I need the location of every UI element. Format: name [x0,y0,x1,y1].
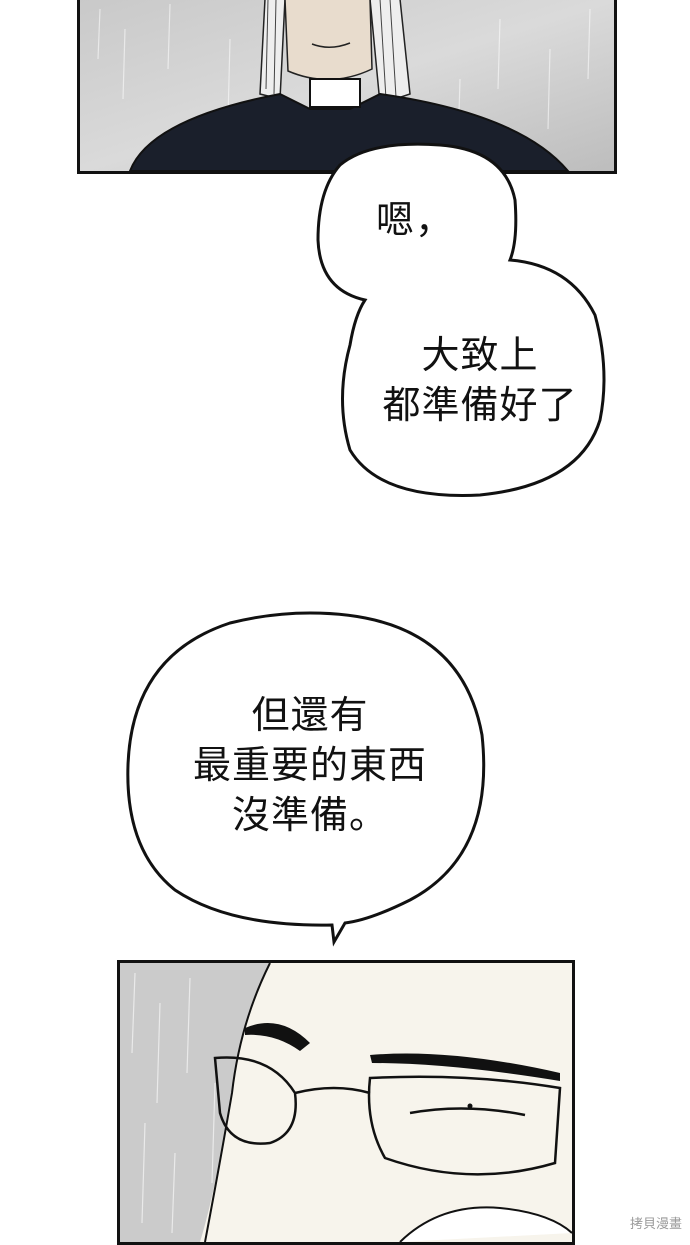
face-outline [204,963,271,1242]
rain-streaks [97,3,591,150]
eye-right [409,1107,526,1117]
bubble-3-line-2: 最重要的東西 [192,743,427,787]
glasses-left-lens [213,1056,297,1145]
hair-right [369,0,411,106]
eyebrow-left [245,1023,310,1051]
bubble-2-line-1: 大致上 [421,333,539,377]
speech-bubble-upper [316,142,606,497]
glasses-right-lens [367,1075,562,1176]
clerical-collar [309,78,361,108]
eyebrow-right [370,1053,560,1081]
glasses-bridge [294,1086,371,1095]
rain-streaks [131,972,216,1234]
bubble-2-text: 大致上 都準備好了 [360,330,600,430]
hair-left [259,0,286,100]
hair-strands [265,0,397,100]
mouth [311,42,351,48]
watermark: 拷貝漫畫 [629,1217,682,1232]
bottom-panel-art [120,963,572,1242]
bubble-1-text: 嗯， [375,195,455,245]
bubble-3-line-3: 沒準備。 [231,793,388,837]
pupil [467,1103,473,1109]
bubble-1-line: 嗯， [375,198,454,242]
bottom-panel [117,960,575,1245]
collar [399,1206,572,1242]
rain-background [120,963,270,1242]
speech-bubble-lower [126,611,486,947]
bubble-3-text: 但還有 最重要的東西 沒準備。 [160,690,460,840]
bubble-2-line-2: 都準備好了 [382,383,578,427]
bubble-3-line-1: 但還有 [251,693,369,737]
face [284,0,373,81]
